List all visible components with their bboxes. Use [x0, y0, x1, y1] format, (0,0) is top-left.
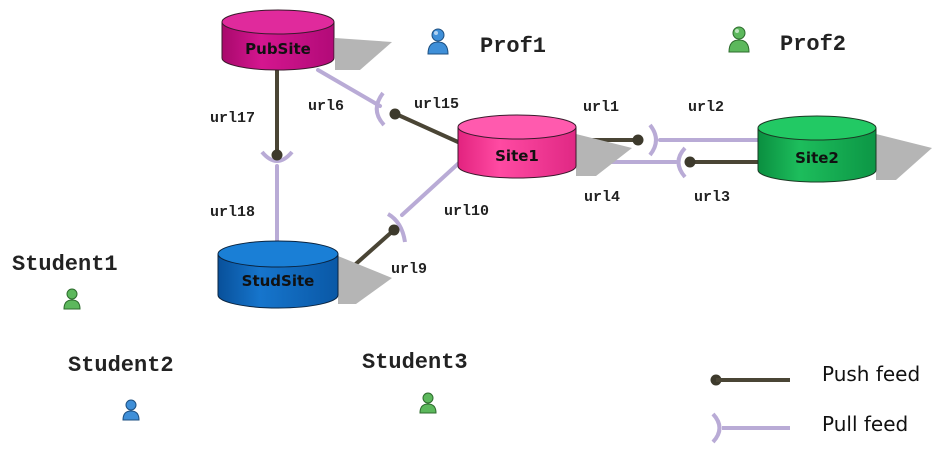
- push-ball-url15: [389, 108, 401, 120]
- legend: Push feed Pull feed: [710, 362, 920, 444]
- legend-push: Push feed: [710, 362, 920, 386]
- pull-socket-url2: [648, 123, 658, 157]
- site2-label: Site2: [795, 149, 839, 167]
- legend-pull-label: Pull feed: [822, 412, 908, 436]
- site2-node[interactable]: Site2: [757, 115, 932, 183]
- user-icon: [419, 392, 437, 414]
- pubsite-cylinder-top: [221, 9, 335, 35]
- student1-label: Student1: [12, 252, 118, 277]
- url-label-url4: url4: [584, 189, 620, 206]
- user-icon: [63, 288, 81, 310]
- pubsite-shadow: [335, 38, 392, 70]
- pull-socket-url15: [374, 91, 386, 127]
- legend-push-label: Push feed: [822, 362, 920, 386]
- studsite-node[interactable]: StudSite: [217, 240, 392, 309]
- student3-user[interactable]: Student3: [362, 350, 468, 414]
- url-label-url3: url3: [694, 189, 730, 206]
- pull-socket-url8: [260, 150, 294, 163]
- pubsite-label: PubSite: [245, 40, 311, 58]
- site1-cylinder-top: [457, 114, 577, 140]
- push-ball-url1: [632, 134, 644, 146]
- student2-label: Student2: [68, 353, 174, 378]
- prof1-user[interactable]: Prof1: [427, 28, 546, 59]
- push-line-site1-pubsite: [394, 112, 460, 144]
- student2-user[interactable]: Student2: [68, 353, 174, 421]
- legend-pull: Pull feed: [711, 412, 908, 444]
- site1-cylinder: [457, 126, 577, 179]
- pubsite-cylinder: [221, 21, 335, 71]
- url-label-url10: url10: [444, 203, 489, 220]
- url-label-url15: url15: [414, 96, 459, 113]
- pull-socket-url4: [676, 146, 687, 179]
- url-label-url9: url9: [391, 261, 427, 278]
- studsite-cylinder: [217, 253, 339, 309]
- site1-shadow: [576, 134, 632, 176]
- prof2-user[interactable]: Prof2: [728, 26, 846, 57]
- user-icon: [122, 399, 140, 421]
- student3-label: Student3: [362, 350, 468, 375]
- studsite-cylinder-top: [217, 240, 339, 268]
- site1-label: Site1: [495, 147, 539, 165]
- site2-cylinder: [757, 127, 877, 183]
- url-label-url6: url6: [308, 98, 344, 115]
- push-ball-url7: [271, 149, 283, 161]
- url-label-url18: url18: [210, 204, 255, 221]
- pull-line-site1-studsite: [400, 160, 462, 217]
- legend-pull-socket: [711, 412, 722, 444]
- feed-endpoints: [260, 91, 696, 243]
- pull-line-pubsite-site1: [316, 68, 382, 108]
- prof2-label: Prof2: [780, 32, 846, 57]
- url-label-url2: url2: [688, 99, 724, 116]
- url-labels: url17 url6 url15 url1 url2 url4 url3 url…: [210, 96, 730, 278]
- pull-socket-url10: [386, 212, 407, 243]
- student1-user[interactable]: Student1: [12, 252, 118, 310]
- user-icon: [728, 26, 750, 53]
- push-ball-url3: [684, 156, 696, 168]
- pubsite-node[interactable]: PubSite: [221, 9, 392, 71]
- url-label-url17: url17: [210, 110, 255, 127]
- studsite-label: StudSite: [242, 272, 315, 290]
- user-icon: [427, 28, 449, 55]
- push-ball-url9: [388, 224, 400, 236]
- prof1-label: Prof1: [480, 34, 546, 59]
- studsite-shadow: [338, 256, 392, 304]
- site2-cylinder-top: [757, 115, 877, 141]
- site1-node[interactable]: Site1: [457, 114, 632, 179]
- site2-shadow: [876, 134, 932, 180]
- url-label-url1: url1: [583, 99, 619, 116]
